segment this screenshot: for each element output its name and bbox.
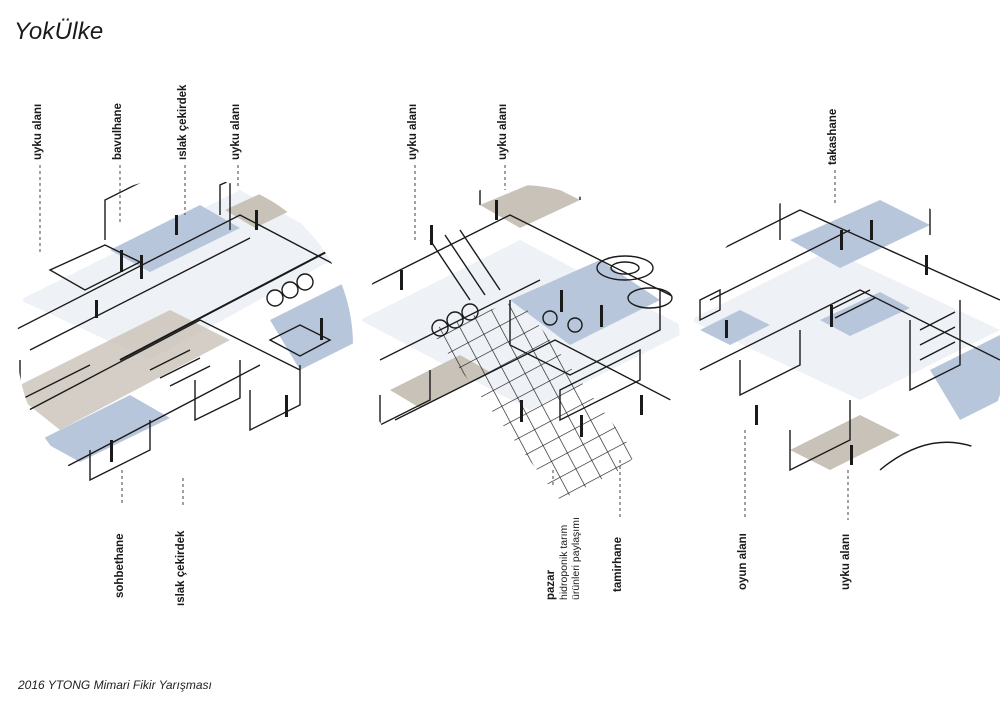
label-left-sohbethane: sohbethane <box>114 533 126 598</box>
label-left-bavulhane: bavulhane <box>112 103 124 160</box>
panel-left-drawing <box>17 177 353 513</box>
label-middle-pazar: pazar hidroponik tarım ürünleri paylaşım… <box>545 517 582 600</box>
page-title: YokÜlke <box>14 18 104 45</box>
footer-caption: 2016 YTONG Mimari Fikir Yarışması <box>18 678 212 692</box>
label-left-islak-cekirdek-bottom: ıslak çekirdek <box>175 530 187 606</box>
label-middle-uyku-alani-2: uyku alanı <box>497 103 509 160</box>
label-left-islak-cekirdek-top: ıslak çekirdek <box>177 84 189 160</box>
label-middle-tamirhane: tamirhane <box>612 537 624 592</box>
panel-right-drawing <box>692 187 1000 503</box>
label-right-uyku-alani: uyku alanı <box>840 533 852 590</box>
label-right-takashane: takashane <box>827 108 839 165</box>
pazar-sub-1: hidroponik tarım <box>558 524 570 600</box>
label-right-oyun-alani: oyun alanı <box>737 533 749 590</box>
panel-middle-drawing <box>360 185 680 505</box>
label-middle-uyku-alani-1: uyku alanı <box>407 103 419 160</box>
pazar-sub-2: ürünleri paylaşımı <box>570 517 582 600</box>
leader-lines <box>39 165 849 520</box>
pazar-title: pazar <box>545 569 557 600</box>
label-left-uyku-alani-1: uyku alanı <box>32 103 44 160</box>
label-left-uyku-alani-2: uyku alanı <box>230 103 242 160</box>
